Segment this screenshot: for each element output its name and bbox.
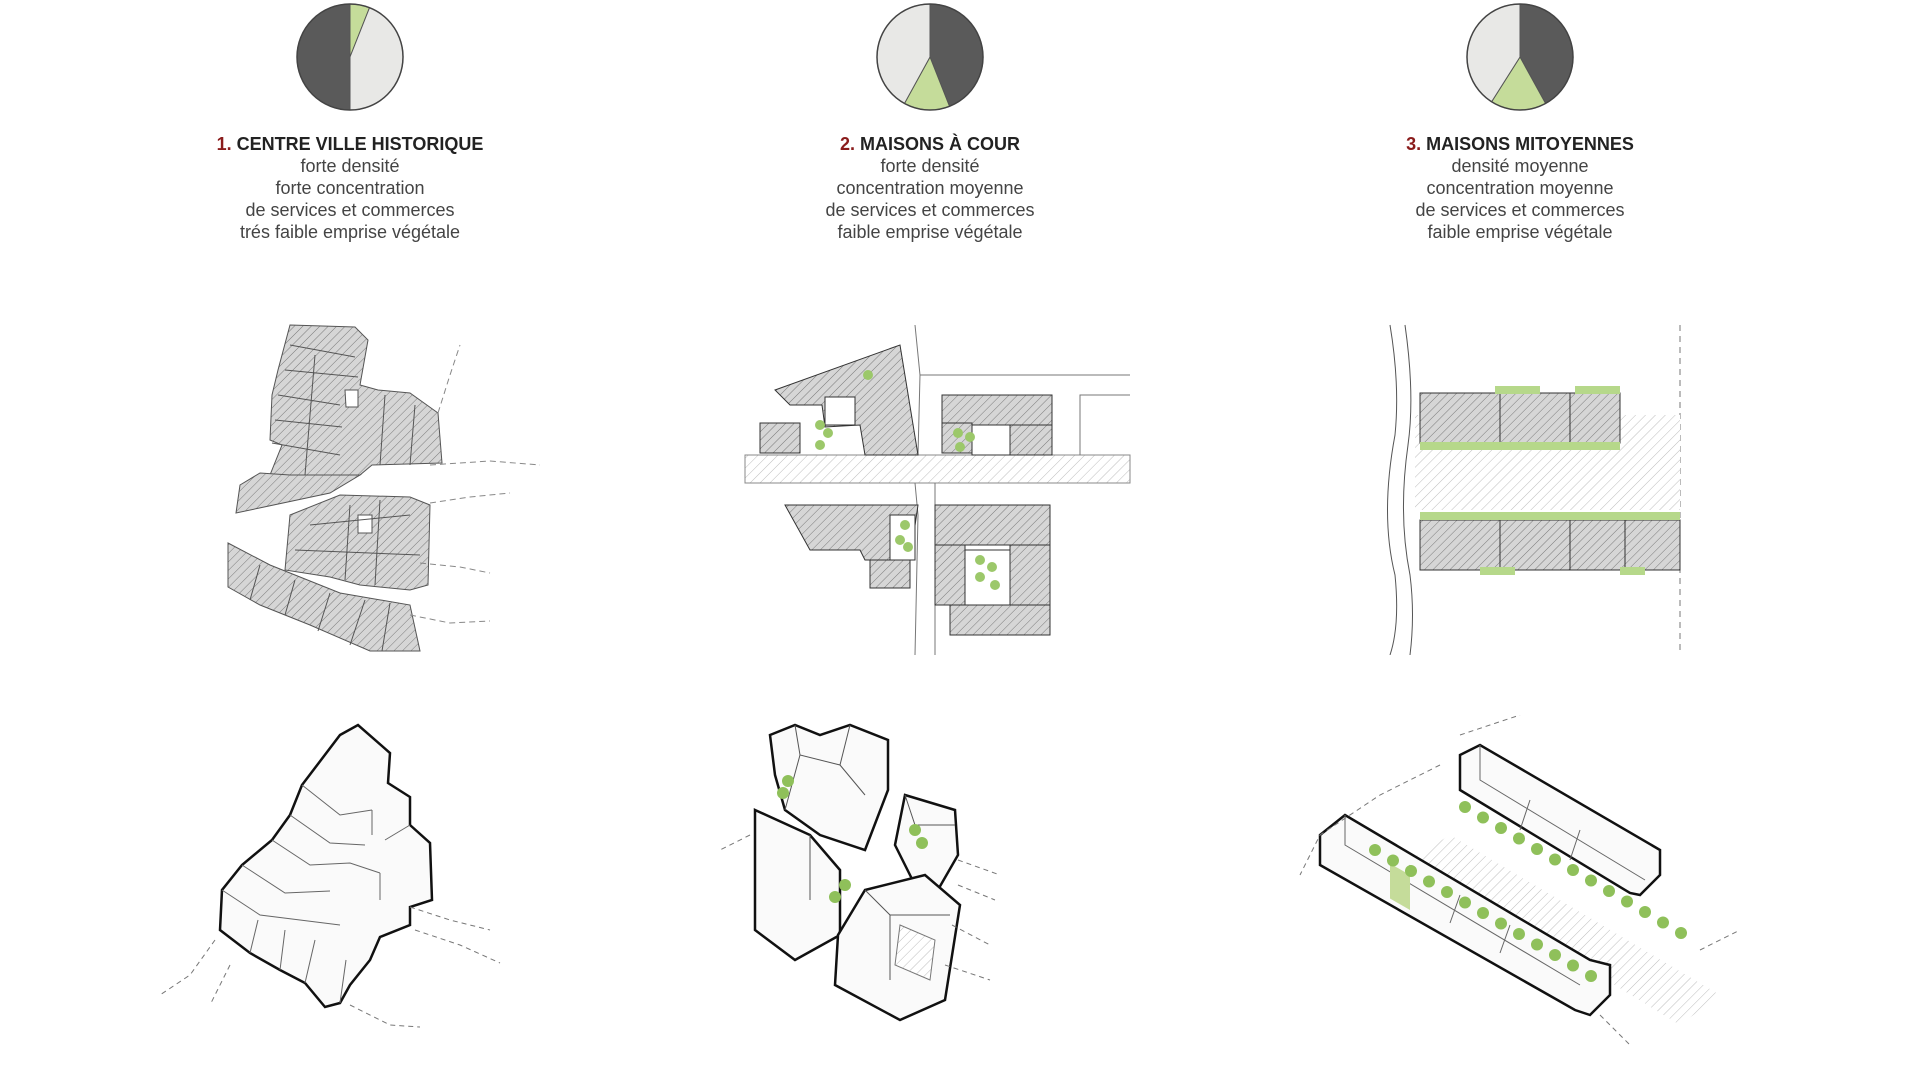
trees	[815, 370, 1000, 590]
caption-line: de services et commerces	[245, 200, 455, 220]
tree-icon	[1585, 874, 1597, 887]
tree-icon	[1369, 844, 1381, 856]
caption-line: densité moyenne	[1451, 156, 1589, 176]
tree-icon	[1459, 801, 1471, 813]
street-trees	[1369, 801, 1687, 982]
site-plan	[1387, 324, 1681, 655]
typology-maisons-a-cour: 2. MAISONS À COUR forte densité concentr…	[690, 0, 1170, 1080]
massing-edges	[221, 784, 411, 1004]
green-strips	[1420, 386, 1680, 575]
tree-icon	[1423, 875, 1435, 888]
caption-line: forte densité	[880, 156, 980, 176]
tree-icon	[1549, 949, 1561, 961]
context-lines	[719, 834, 1001, 981]
pie-slice	[296, 3, 351, 111]
site-plan	[744, 324, 1131, 655]
tree-icon	[1513, 832, 1525, 845]
land-use-pie-chart	[296, 3, 404, 111]
tree-icon	[1477, 907, 1489, 919]
tree-icon	[1513, 928, 1525, 940]
street-band	[1410, 835, 1720, 1025]
typology-title: MAISONS À COUR	[860, 134, 1021, 154]
tree-icon	[1621, 895, 1633, 908]
inner-courtyard	[894, 924, 936, 981]
tree-icon	[1603, 885, 1615, 897]
pie-outline	[876, 3, 984, 111]
tree-icon	[1531, 843, 1543, 855]
caption-line: forte concentration	[275, 178, 425, 198]
tree-icon	[1477, 811, 1489, 824]
pie-outline	[1466, 3, 1574, 111]
tree-icon	[1675, 927, 1687, 939]
tree-icon	[1441, 886, 1453, 898]
typology-caption: 2. MAISONS À COUR forte densité concentr…	[690, 133, 1170, 243]
typology-title: MAISONS MITOYENNES	[1426, 134, 1634, 154]
caption-line: de services et commerces	[825, 200, 1035, 220]
caption-line: concentration moyenne	[836, 178, 1024, 198]
tree-icon	[1657, 916, 1669, 929]
tree-icon	[1495, 822, 1507, 834]
tree-icon	[1585, 970, 1597, 982]
party-walls	[1499, 393, 1626, 570]
caption-line: concentration moyenne	[1426, 178, 1614, 198]
row-houses	[1419, 392, 1681, 571]
street-band	[744, 454, 1131, 484]
street-edge	[1387, 324, 1413, 655]
land-use-pie-chart	[1466, 3, 1574, 111]
tree-icon	[1531, 938, 1543, 951]
typology-number: 1.	[216, 134, 232, 154]
caption-line: forte densité	[300, 156, 400, 176]
typology-caption: 3. MAISONS MITOYENNES densité moyenne co…	[1280, 133, 1760, 243]
pie-outline	[296, 3, 404, 111]
tree-icon	[1567, 959, 1579, 972]
land-use-pie-chart	[876, 3, 984, 111]
street-outline	[409, 344, 541, 624]
typology-maisons-mitoyennes: 3. MAISONS MITOYENNES densité moyenne co…	[1280, 0, 1760, 1080]
tree-icon	[1495, 917, 1507, 930]
context-lines	[1299, 715, 1741, 1046]
tree-icon	[1459, 896, 1471, 909]
tree-icon	[1549, 853, 1561, 866]
plot-lines	[249, 344, 421, 652]
isometric-view	[159, 723, 501, 1028]
building-block-north	[235, 324, 443, 514]
tree-icon	[1387, 854, 1399, 867]
trees	[777, 775, 928, 903]
typology-number: 3.	[1406, 134, 1422, 154]
typology-title: CENTRE VILLE HISTORIQUE	[236, 134, 484, 154]
caption-line: de services et commerces	[1415, 200, 1625, 220]
tree-icon	[1639, 906, 1651, 918]
caption-line: faible emprise végétale	[1427, 222, 1613, 242]
typology-centre-ville: 1. CENTRE VILLE HISTORIQUE forte densité…	[110, 0, 590, 1080]
typology-number: 2.	[839, 134, 855, 154]
building-block-middle	[284, 494, 431, 591]
massing-outline	[218, 723, 434, 1009]
garden-patch	[1390, 863, 1410, 911]
typology-caption: 1. CENTRE VILLE HISTORIQUE forte densité…	[110, 133, 590, 243]
tree-icon	[1405, 865, 1417, 877]
street-edge	[914, 324, 1130, 655]
context-lines	[159, 906, 501, 1028]
caption-line: faible emprise végétale	[837, 222, 1023, 242]
site-plan	[227, 324, 541, 652]
isometric-view	[719, 723, 1001, 1022]
building-block-south	[227, 542, 421, 652]
caption-line: trés faible emprise végétale	[239, 222, 461, 242]
isometric-view	[1299, 715, 1741, 1046]
tree-icon	[1567, 864, 1579, 876]
